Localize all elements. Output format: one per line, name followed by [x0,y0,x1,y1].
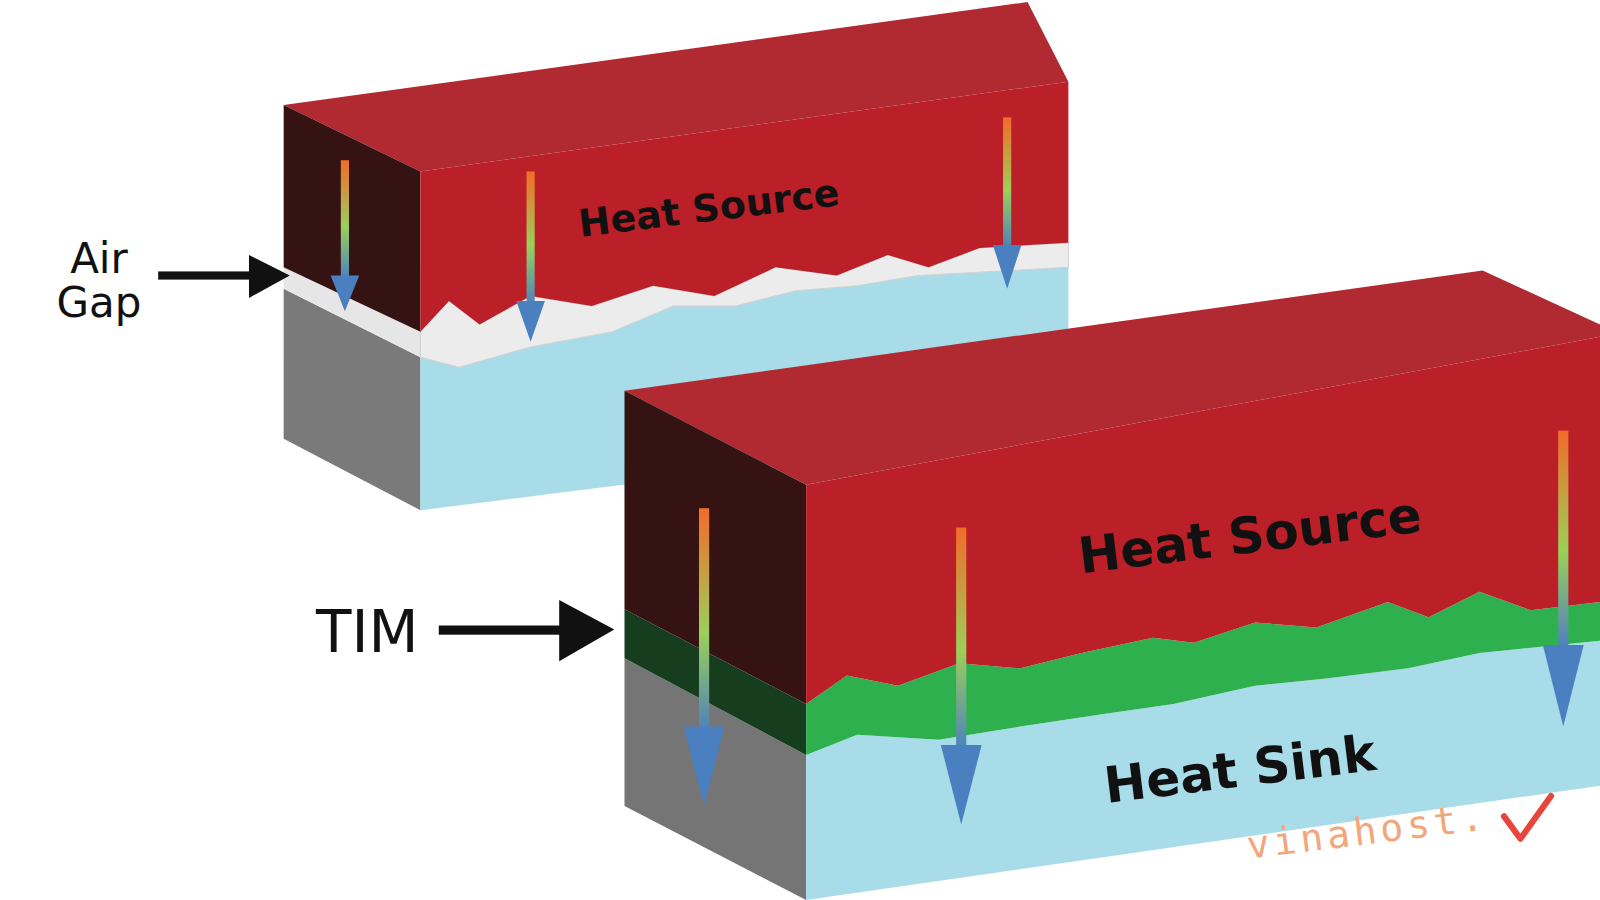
source-side [624,391,806,704]
air-gap-label: Air Gap [34,237,164,325]
heat-arrows [331,117,1584,824]
source-front [806,337,1600,704]
source-side [284,105,421,332]
tim-label: TIM [316,601,419,665]
watermark-check [1504,796,1551,839]
leader-arrow [439,600,615,661]
leader-arrow [158,255,290,298]
source-front [420,82,1068,332]
